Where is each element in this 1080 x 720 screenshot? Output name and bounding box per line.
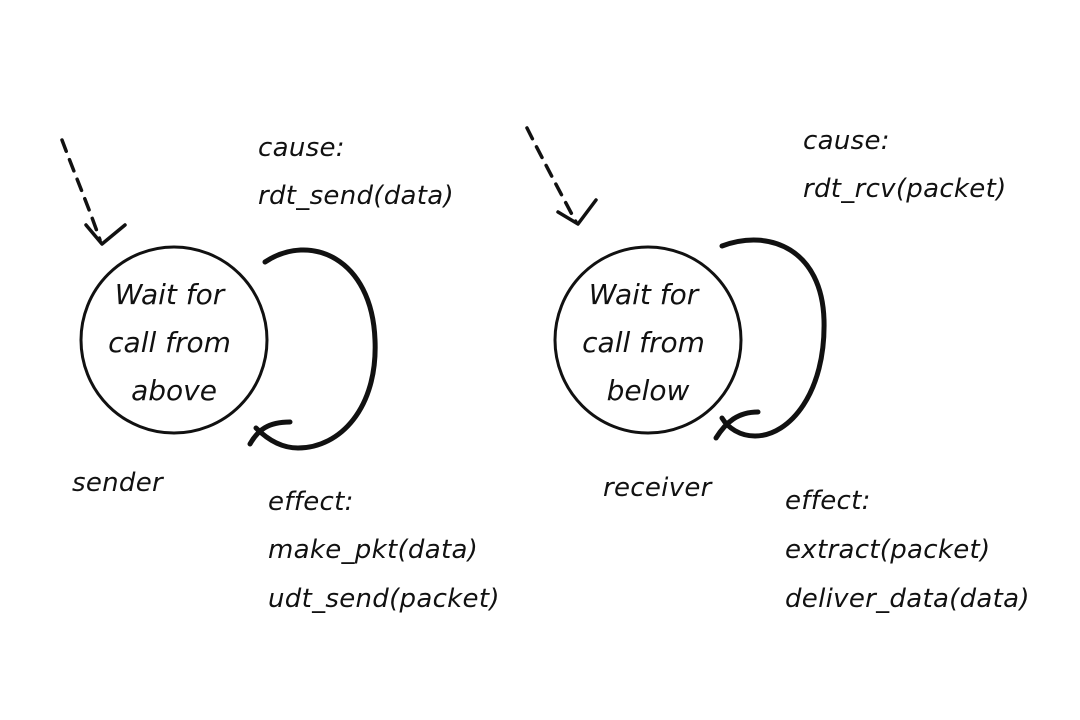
sender-role-label: sender <box>72 468 165 498</box>
receiver-effect-title: effect: <box>785 486 871 516</box>
sender-state-circle <box>79 245 269 435</box>
sender-effect-action-2: udt_send(packet) <box>268 584 500 614</box>
sender-initial-arrowhead <box>84 223 127 246</box>
receiver-cause-event: rdt_rcv(packet) <box>803 174 1007 204</box>
receiver-effect-action-1: extract(packet) <box>785 535 990 565</box>
receiver-state-label: Wait for call from below <box>582 278 714 407</box>
receiver-self-loop-arrowhead <box>713 409 761 441</box>
sender-self-loop-arrowhead <box>247 419 293 447</box>
receiver-state-line-3: below <box>607 374 690 407</box>
receiver-state-line-1: Wait for <box>589 278 700 311</box>
sender-initial-arrow <box>60 138 102 242</box>
sender-cause-title: cause: <box>258 133 345 163</box>
receiver-state-line-2: call from <box>582 326 705 359</box>
receiver-cause-title: cause: <box>803 126 890 156</box>
sender-state-line-1: Wait for <box>115 278 226 311</box>
sender-fsm: Wait for call from above sender cause: r… <box>60 133 500 614</box>
receiver-initial-arrowhead <box>556 198 598 226</box>
sender-state-line-2: call from <box>108 326 231 359</box>
sender-self-loop <box>253 247 378 451</box>
sender-effect-title: effect: <box>268 487 354 517</box>
receiver-effect-action-2: deliver_data(data) <box>785 584 1030 614</box>
receiver-state-circle <box>553 245 743 435</box>
sender-effect-action-1: make_pkt(data) <box>268 535 478 565</box>
receiver-self-loop <box>719 237 827 439</box>
sender-state-label: Wait for call from above <box>108 278 240 407</box>
sender-state-line-3: above <box>131 374 217 407</box>
receiver-initial-arrow <box>525 126 578 224</box>
sender-cause-event: rdt_send(data) <box>258 181 454 211</box>
receiver-fsm: Wait for call from below receiver cause:… <box>525 126 1030 614</box>
receiver-role-label: receiver <box>603 473 714 503</box>
